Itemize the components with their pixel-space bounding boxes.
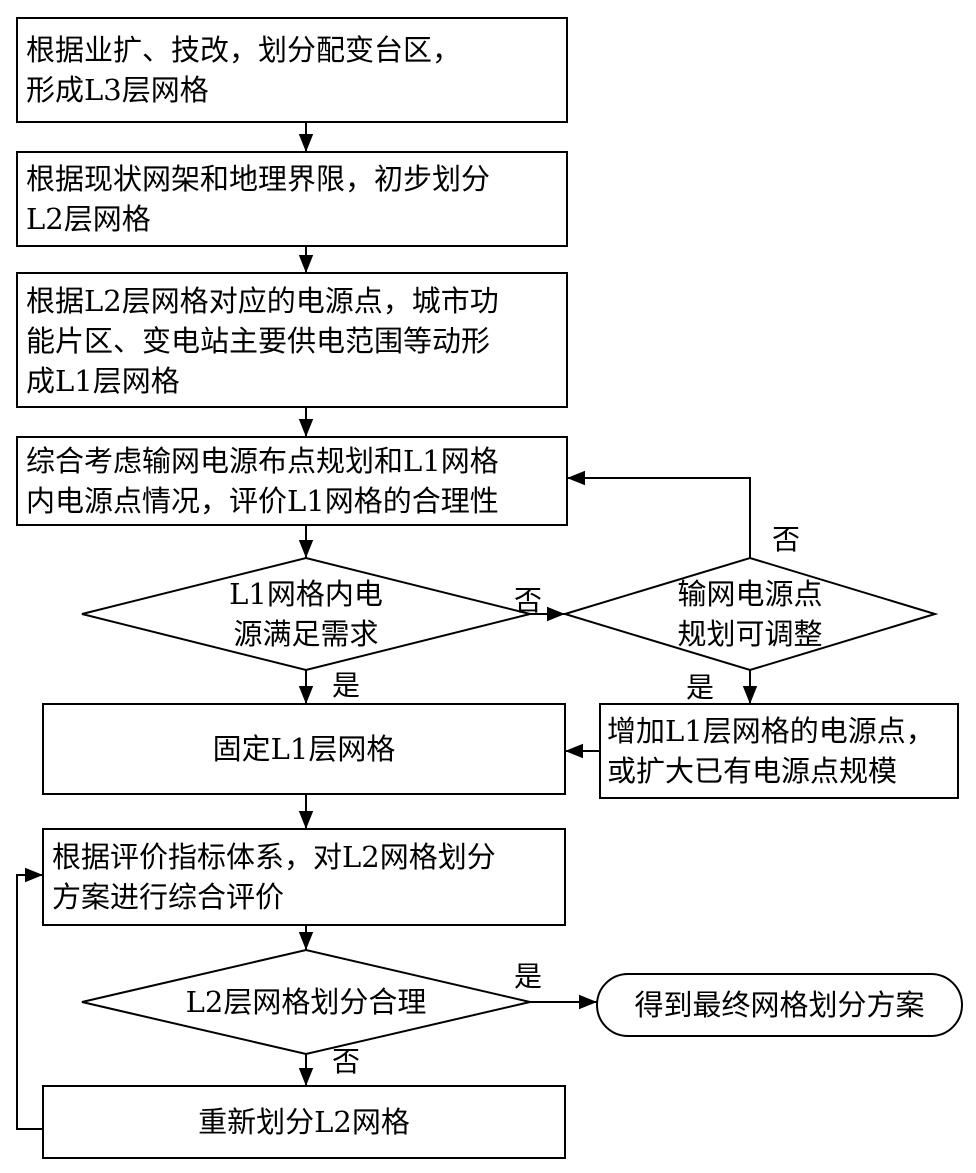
redo-text: 重新划分L2网格	[198, 1105, 410, 1139]
decision1-line-1: L1网格内电	[229, 577, 383, 611]
step3-line-2: 能片区、变电站主要供电范围等动形	[26, 324, 491, 358]
label-yes-d2: 是	[686, 671, 715, 704]
decision1-line-2: 源满足需求	[233, 617, 379, 651]
step3-line-1: 根据L2层网格对应的电源点，城市功	[26, 284, 499, 318]
label-no-d1: 否	[514, 584, 543, 617]
decision2-line-1: 输网电源点	[677, 577, 823, 611]
step4-line-1: 综合考虑输网电源布点规划和L1网格	[26, 444, 499, 478]
box-redo	[42, 1085, 566, 1159]
arrow-redo-back-to-5	[16, 867, 43, 1130]
step1-line-1: 根据业扩、技改，划分配变台区，	[26, 33, 462, 67]
step5-line-2: 方案进行综合评价	[52, 880, 285, 914]
decision2-text: 输网电源点 规划可调整	[650, 574, 850, 654]
step2-line-1: 根据现状网架和地理界限，初步划分	[26, 162, 491, 196]
step2-line-2: L2层网格	[26, 202, 151, 236]
fix-l1-text: 固定L1层网格	[212, 732, 396, 766]
step1-line-2: 形成L3层网格	[26, 73, 209, 107]
label-yes-d1: 是	[332, 669, 361, 702]
box-step2	[16, 151, 568, 247]
step4-text: 综合考虑输网电源布点规划和L1网格 内电源点情况，评价L1网格的合理性	[26, 441, 499, 521]
final-text: 得到最终网格划分方案	[634, 988, 925, 1022]
step3-text: 根据L2层网格对应的电源点，城市功 能片区、变电站主要供电范围等动形 成L1层网…	[26, 281, 499, 401]
label-no-d2: 否	[772, 523, 801, 556]
box-step1	[16, 17, 568, 123]
step1-text: 根据业扩、技改，划分配变台区， 形成L3层网格	[26, 30, 461, 110]
label-no-d3: 否	[332, 1045, 361, 1078]
decision2-line-2: 规划可调整	[677, 617, 823, 651]
step2-text: 根据现状网架和地理界限，初步划分 L2层网格	[26, 159, 490, 239]
step5-text: 根据评价指标体系，对L2网格划分 方案进行综合评价	[52, 837, 496, 917]
arrow-d2-back-to-4	[567, 470, 751, 558]
step5-line-1: 根据评价指标体系，对L2网格划分	[52, 840, 496, 874]
add-source-line-1: 增加L1层网格的电源点，	[607, 714, 935, 748]
decision3-text: L2层网格划分合理	[185, 985, 427, 1019]
decision1-text: L1网格内电 源满足需求	[206, 574, 406, 654]
step4-line-2: 内电源点情况，评价L1网格的合理性	[26, 484, 499, 518]
add-source-line-2: 或扩大已有电源点规模	[607, 754, 898, 788]
box-step3	[16, 272, 568, 408]
terminal-final	[596, 973, 963, 1037]
add-source-text: 增加L1层网格的电源点， 或扩大已有电源点规模	[607, 711, 935, 791]
label-yes-d3: 是	[514, 960, 543, 993]
box-step5	[42, 828, 566, 926]
step3-line-3: 成L1层网格	[26, 364, 180, 398]
diamond-decision2	[561, 556, 939, 672]
